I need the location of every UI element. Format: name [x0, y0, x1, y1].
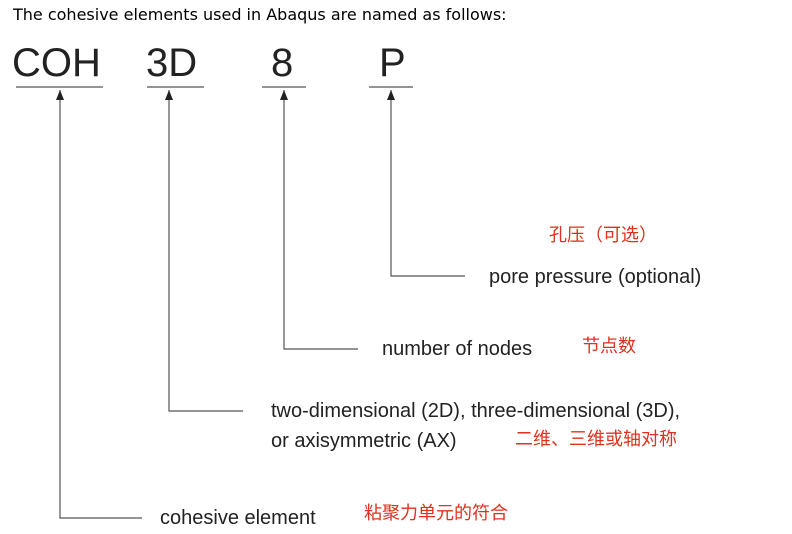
desc-dimension-line1: two-dimensional (2D), three-dimensional …	[271, 400, 680, 422]
connector-pore-pressure	[387, 90, 465, 277]
connector-cohesive	[56, 90, 142, 519]
connector-nodes	[280, 90, 358, 350]
annotation-cohesive: 粘聚力单元的符合	[364, 503, 508, 524]
code-part-coh: COH	[12, 41, 101, 85]
desc-cohesive: cohesive element	[160, 507, 316, 529]
desc-pore-pressure: pore pressure (optional)	[489, 266, 701, 288]
code-part-8: 8	[271, 41, 293, 85]
code-part-3d: 3D	[146, 41, 197, 85]
desc-dimension-line2: or axisymmetric (AX)	[271, 430, 457, 452]
annotation-dimension: 二维、三维或轴对称	[515, 429, 677, 450]
code-part-p: P	[379, 41, 406, 85]
connector-dimension	[165, 90, 243, 412]
desc-nodes: number of nodes	[382, 338, 532, 360]
annotation-pore-pressure: 孔压（可选）	[549, 225, 657, 246]
intro-text: The cohesive elements used in Abaqus are…	[13, 5, 507, 24]
annotation-nodes: 节点数	[582, 336, 636, 357]
